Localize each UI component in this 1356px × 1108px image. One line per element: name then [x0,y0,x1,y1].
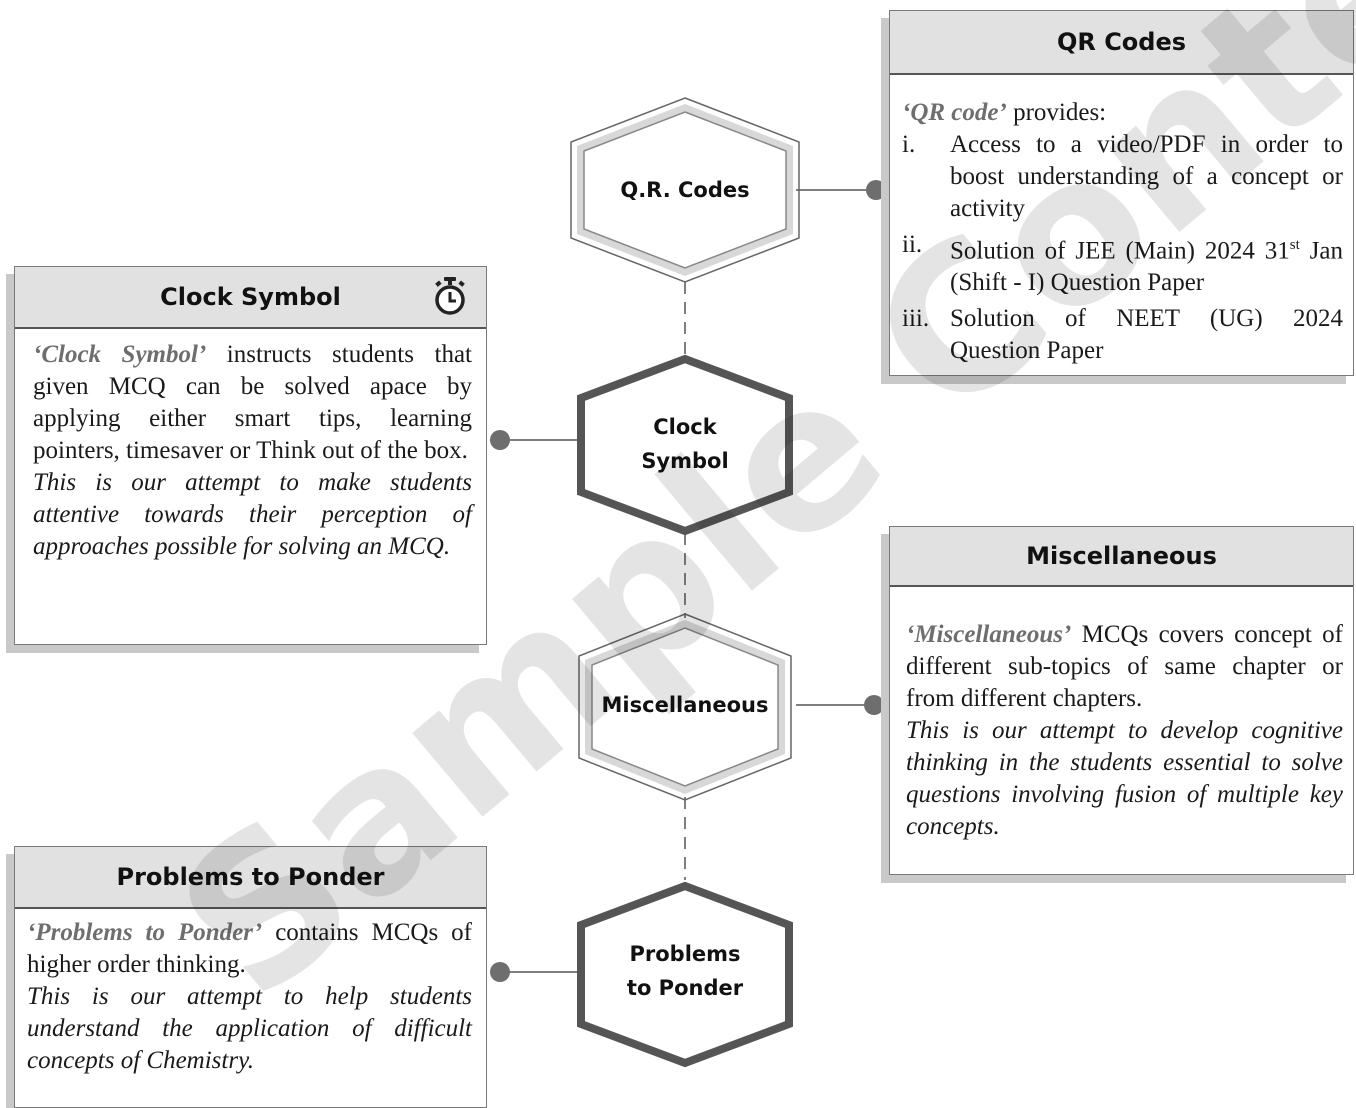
misc-body-plain: MCQs covers concept of different sub-top… [906,621,1343,712]
hexagon-qr [570,97,800,283]
problems-to-ponder-title: Problems to Ponder [15,847,486,909]
list-item-text: Solution of JEE (Main) 2024 31st Jan (Sh… [950,229,1343,299]
ponder-body-em: ‘Problems to Ponder’ [27,919,263,946]
miscellaneous-title-text: Miscellaneous [1026,542,1217,570]
qr-codes-body: ‘QR code’ provides: i. Access to a video… [890,75,1353,367]
qr-intro-em: ‘QR code’ [902,99,1007,126]
problems-to-ponder-box: Problems to Ponder ‘Problems to Ponder’ … [14,846,487,1108]
hexagon-qr-label: Q.R. Codes [585,173,785,207]
clock-body-text: ‘Clock Symbol’ instructs students that g… [33,339,472,467]
list-item-number: ii. [902,231,923,258]
list-item-text-part-2: Jan (Shift - I) Question Paper [950,237,1344,297]
hex-qr-line-1: Q.R. Codes [620,178,750,202]
miscellaneous-body: ‘Miscellaneous’ MCQs covers concept of d… [890,587,1353,843]
qr-items-list: i. Access to a video/PDF in order to boo… [902,129,1343,367]
ponder-body-italic: This is our attempt to help students und… [27,983,472,1074]
list-item-text-part-1: Solution of JEE (Main) 2024 31 [950,237,1290,265]
clock-symbol-title-text: Clock Symbol [160,283,341,311]
hex-ponder-line-2: to Ponder [626,976,744,1000]
qr-codes-box: QR Codes ‘QR code’ provides: i. Access t… [889,10,1354,376]
list-item: iii. Solution of NEET (UG) 2024 Question… [902,303,1343,367]
hexagon-misc [578,613,792,801]
clock-body-italic: This is our attempt to make students att… [33,469,472,560]
list-item: i. Access to a video/PDF in order to boo… [902,129,1343,225]
list-item-superscript: st [1289,237,1300,253]
hex-clock-line-1: Clock [653,415,717,439]
stopwatch-icon [435,277,465,315]
qr-codes-title: QR Codes [890,11,1353,75]
problems-to-ponder-title-text: Problems to Ponder [116,863,385,891]
clock-body-em: ‘Clock Symbol’ [33,341,207,368]
clock-symbol-box: Clock Symbol ‘Clock Symbol’ instructs st… [14,266,487,645]
hexagon-ponder [577,881,793,1068]
hexagon-misc-label: Miscellaneous [585,688,785,722]
miscellaneous-title: Miscellaneous [890,527,1353,587]
misc-body-italic: This is our attempt to develop cognitive… [906,717,1343,840]
connector-dot-misc [864,695,884,715]
list-item-text: Solution of NEET (UG) 2024 Question Pape… [950,305,1343,365]
qr-intro-rest: provides: [1006,99,1107,126]
hexagon-clock-label: Clock Symbol [585,410,785,478]
misc-body-text: ‘Miscellaneous’ MCQs covers concept of d… [906,619,1343,715]
qr-intro: ‘QR code’ provides: [902,97,1343,129]
problems-to-ponder-body: ‘Problems to Ponder’ contains MCQs of hi… [15,909,486,1077]
list-item: ii. Solution of JEE (Main) 2024 31st Jan… [902,229,1343,299]
list-item-number: i. [902,131,916,158]
list-item-number: iii. [902,305,930,333]
list-item-text: Access to a video/PDF in order to boost … [950,131,1343,222]
connector-dot-clock [490,430,510,450]
hexagon-ponder-label: Problems to Ponder [585,937,785,1005]
hex-ponder-line-1: Problems [629,942,741,966]
ponder-body-plain: contains MCQs of higher order thinking. [27,919,472,978]
hex-misc-line-1: Miscellaneous [601,693,769,717]
clock-symbol-body: ‘Clock Symbol’ instructs students that g… [15,329,486,563]
clock-symbol-title: Clock Symbol [15,267,486,329]
hexagon-clock [577,354,793,536]
hex-clock-line-2: Symbol [641,449,729,473]
misc-body-em: ‘Miscellaneous’ [906,621,1072,648]
miscellaneous-box: Miscellaneous ‘Miscellaneous’ MCQs cover… [889,526,1354,875]
ponder-body-text: ‘Problems to Ponder’ contains MCQs of hi… [27,917,472,981]
connector-dot-ponder [490,962,510,982]
connector-dot-qr [866,180,886,200]
clock-body-plain: instructs students that given MCQ can be… [33,341,472,464]
qr-codes-title-text: QR Codes [1056,28,1187,56]
